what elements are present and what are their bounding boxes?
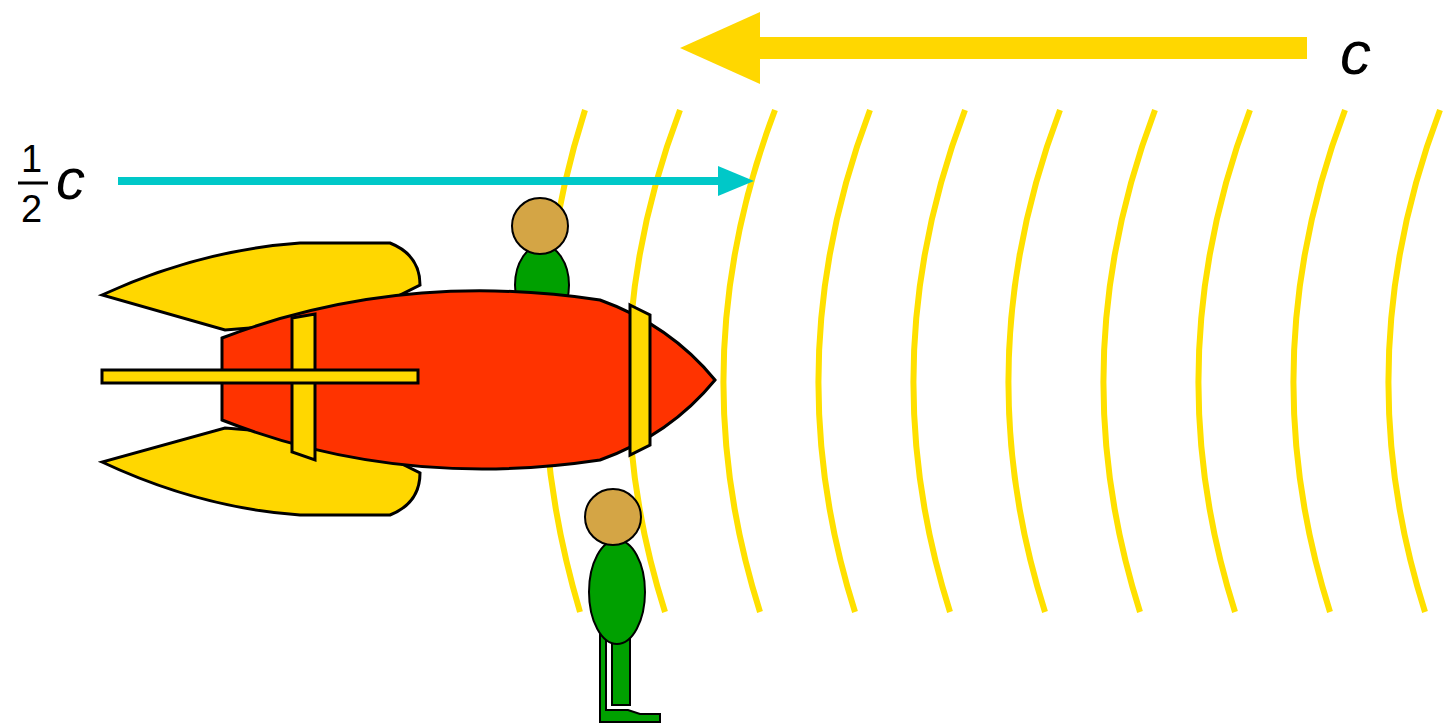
standing-observer <box>585 489 660 722</box>
rocket <box>102 243 715 515</box>
fraction-numerator: 1 <box>21 140 42 178</box>
rocket-arrow <box>118 166 754 196</box>
light-speed-label: c <box>1340 22 1371 84</box>
rocket-speed-label: c <box>56 150 85 208</box>
light-arrow <box>680 12 1307 84</box>
fraction-denominator: 2 <box>21 190 42 228</box>
fraction-bar <box>18 182 48 185</box>
